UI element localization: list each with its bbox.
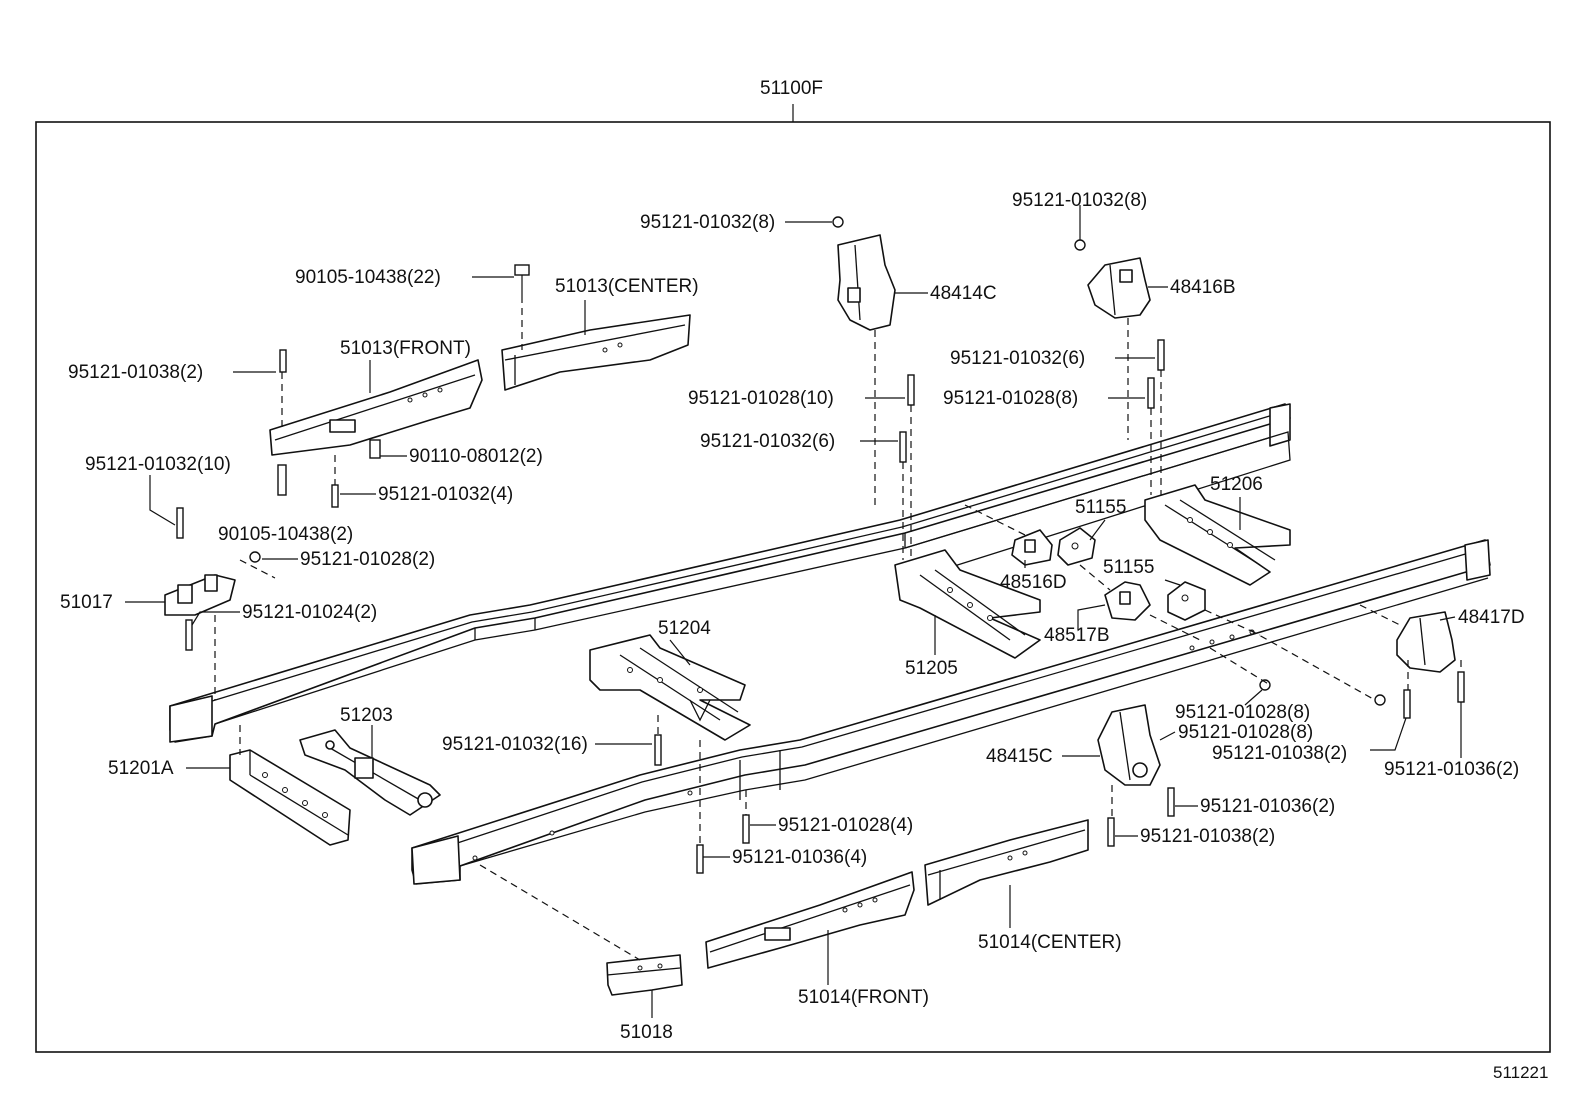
label-rivet-01032-6-b: 95121-01032(6) (700, 431, 835, 452)
label-51013-center: 51013(CENTER) (555, 276, 699, 297)
label-51155-a: 51155 (1075, 497, 1126, 518)
label-frame-assy: 51100F (760, 78, 823, 99)
assembly-lines (214, 296, 1462, 961)
label-51203: 51203 (340, 705, 393, 726)
label-bolt-10438-2: 90105-10438(2) (218, 524, 353, 545)
label-bolt-10438-22: 90105-10438(22) (295, 267, 441, 288)
label-48417D: 48417D (1458, 607, 1525, 628)
bracket-48417D (1396, 611, 1456, 673)
label-rivet-01038-2-a: 95121-01038(2) (68, 362, 203, 383)
label-51155-b: 51155 (1103, 557, 1154, 578)
label-rivet-01032-16: 95121-01032(16) (442, 734, 588, 755)
label-rivet-01032-8-a: 95121-01032(8) (640, 212, 775, 233)
label-51017: 51017 (60, 592, 113, 613)
label-51205: 51205 (905, 658, 958, 679)
label-51014-front: 51014(FRONT) (798, 987, 929, 1008)
label-rivet-01032-8-b: 95121-01032(8) (1012, 190, 1147, 211)
rail-51014-front (705, 871, 915, 969)
label-rivet-01036-4: 95121-01036(4) (732, 847, 867, 868)
label-51018: 51018 (620, 1022, 673, 1043)
bracket-51155-b (1167, 581, 1206, 621)
label-rivet-01032-4: 95121-01032(4) (378, 484, 513, 505)
bracket-48416B (1087, 257, 1151, 319)
label-rivet-01036-2-a: 95121-01036(2) (1384, 759, 1519, 780)
label-rivet-01028-8-c: 95121-01028(8) (1178, 722, 1313, 743)
crossmember-51205 (894, 549, 1041, 659)
label-rivet-01028-4: 95121-01028(4) (778, 815, 913, 836)
label-48416B: 48416B (1170, 277, 1236, 298)
label-rivet-01032-6-a: 95121-01032(6) (950, 348, 1085, 369)
label-rivet-01028-2: 95121-01028(2) (300, 549, 435, 570)
label-48517B: 48517B (1044, 625, 1110, 646)
label-48516D: 48516D (1000, 572, 1067, 593)
bracket-48414C (837, 234, 896, 331)
label-bolt-08012-2: 90110-08012(2) (409, 446, 543, 467)
right-side-rail (411, 539, 1491, 885)
label-51206: 51206 (1210, 474, 1263, 495)
labels: 51100F 95121-01032(8) 95121-01032(8) 484… (60, 78, 1548, 1082)
rail-51013-front (269, 359, 483, 456)
label-rivet-01036-2-b: 95121-01036(2) (1200, 796, 1335, 817)
label-51204: 51204 (658, 618, 711, 639)
left-side-rail (169, 403, 1291, 743)
label-48415C: 48415C (986, 746, 1053, 767)
bracket-51155-a (1057, 527, 1096, 566)
bracket-51017 (164, 574, 236, 616)
label-rivet-01028-8-a: 95121-01028(8) (943, 388, 1078, 409)
label-rivet-01032-10: 95121-01032(10) (85, 454, 231, 475)
rail-51013-center (501, 314, 691, 391)
label-rivet-01038-2-c: 95121-01038(2) (1140, 826, 1275, 847)
crossmember-51203 (299, 729, 441, 816)
label-rivet-01038-2-b: 95121-01038(2) (1212, 743, 1347, 764)
label-51013-front: 51013(FRONT) (340, 338, 471, 359)
diagram-id: 511221 (1493, 1063, 1548, 1082)
bracket-51018 (606, 954, 683, 996)
label-rivet-01028-10: 95121-01028(10) (688, 388, 834, 409)
label-51014-center: 51014(CENTER) (978, 932, 1122, 953)
leader-lines (125, 205, 1462, 1018)
label-rivet-01028-8-b: 95121-01028(8) (1175, 702, 1310, 723)
label-51201A: 51201A (108, 758, 174, 779)
crossmember-51201A (229, 749, 351, 846)
label-48414C: 48414C (930, 283, 997, 304)
label-rivet-01024-2: 95121-01024(2) (242, 602, 377, 623)
bracket-48415C (1097, 704, 1161, 786)
rail-51014-center (924, 819, 1089, 906)
crossmember-51206 (1144, 484, 1291, 586)
crossmember-51204 (589, 634, 751, 741)
bracket-48517B (1104, 581, 1151, 621)
bracket-48516D (1011, 529, 1053, 566)
